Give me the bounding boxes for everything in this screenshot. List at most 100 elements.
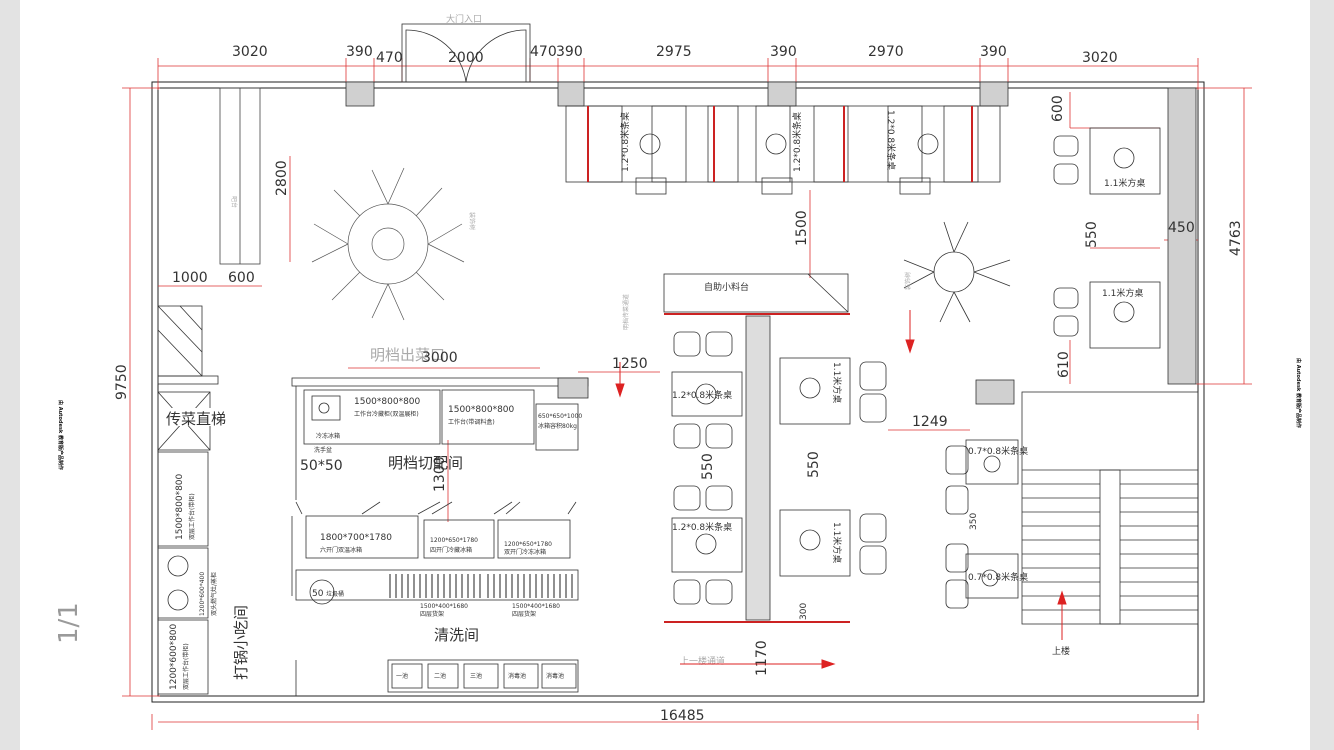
selfserve-label: 自助小料台 [704, 281, 749, 293]
eq-1-sub: 工作台(带调料盒) [448, 418, 495, 426]
mid-table-left-1: 1.2*0.8米条桌 [672, 521, 732, 533]
dim-550: 550 [1084, 221, 1100, 248]
dim-top-5: 390 [556, 44, 583, 60]
shelf-0-sub: 四层货架 [420, 610, 444, 618]
dim-counter-600: 600 [228, 270, 255, 286]
entrance-label: 大门入口 [446, 13, 482, 25]
left-eq-1: 1200*600*400 [199, 572, 206, 616]
dim-counter-2800: 2800 [274, 160, 290, 196]
dim-top-1: 390 [346, 44, 373, 60]
counter-label: 吧台 [230, 196, 238, 208]
dim-1249: 1249 [912, 414, 948, 430]
sink-0: 一池 [396, 672, 408, 680]
booth-label-2: 1.2*0.8米条桌 [885, 110, 897, 170]
path-label-2: 明档传菜通道 [622, 294, 630, 330]
dim-counter-1000: 1000 [172, 270, 208, 286]
sink-2: 三池 [470, 672, 482, 680]
booth-label-0: 1.2*0.8米条桌 [619, 112, 631, 172]
fridge-label: 冷冻冰箱 [316, 432, 340, 440]
cabinet-1: 1200*650*1780 [430, 537, 478, 544]
eq-0-sub: 工作台冷藏柜(双温展柜) [354, 410, 419, 418]
entrance-doors [401, 23, 531, 83]
small-table-1: 0.7*0.8米条桌 [968, 571, 1028, 583]
dim-top-3: 2000 [448, 50, 484, 66]
bar-counter [219, 87, 261, 265]
booth-label-1: 1.2*0.8米条桌 [791, 112, 803, 172]
snack-room-label: 打锅小吃间 [232, 605, 250, 680]
dim-top-2: 470 [376, 50, 403, 66]
dim-right-height: 4763 [1228, 220, 1244, 256]
dim-3000: 3000 [422, 350, 458, 366]
cabinet-1-sub: 四开门冷藏冰箱 [430, 546, 472, 554]
mid-table-right-1: 1.1米方桌 [831, 522, 843, 563]
right-table-0: 1.1米方桌 [1104, 177, 1145, 189]
left-strip [157, 305, 219, 695]
sink-3: 消毒池 [508, 672, 526, 680]
tree-left-label: 装饰树 [468, 212, 476, 230]
right-table-1: 1.1米方桌 [1102, 287, 1143, 299]
selfserve-counter [663, 273, 849, 313]
eq-1: 1500*800*800 [448, 405, 515, 415]
small-tables [945, 439, 1019, 609]
eq-0: 1500*800*800 [354, 397, 421, 407]
dim-top-0: 3020 [232, 44, 268, 60]
shelf-1-sub: 四层货架 [512, 610, 536, 618]
dim-450: 450 [1168, 220, 1195, 236]
kitchen-walls [291, 377, 589, 696]
shelf-0: 1500*400*1680 [420, 603, 468, 610]
eq-2: 650*650*1000 [538, 413, 582, 420]
flow-arrows [615, 310, 1067, 669]
prep-room-label: 明档切配间 [388, 454, 463, 472]
dim-top-7: 390 [770, 44, 797, 60]
cabinet-0-sub: 六开门双温冰箱 [320, 546, 362, 554]
prep-equipment [295, 389, 579, 559]
dim-550-b: 550 [806, 451, 822, 478]
right-dining [903, 127, 1161, 349]
booths [565, 105, 1001, 195]
dim-1300: 1300 [432, 456, 448, 492]
dim-350: 350 [969, 513, 979, 530]
cabinet-2: 1200*650*1780 [504, 541, 552, 548]
dim-top-9: 390 [980, 44, 1007, 60]
elevator-label: 传菜直梯 [166, 410, 226, 428]
eq-2-sub: 冰箱容积80kg [538, 422, 577, 430]
decor-tree-left [311, 167, 465, 321]
floor-plan: 3020 390 470 2000 470 390 2975 390 2970 … [114, 13, 1252, 730]
left-eq-2-sub: 双层工作台(带柜) [182, 643, 190, 690]
shelves [389, 574, 573, 598]
tree-right-label: 装饰树 [904, 272, 912, 290]
dim-top-10: 3020 [1082, 50, 1118, 66]
dim-top-4: 470 [530, 44, 557, 60]
drawing-sheet: 由 Autodesk 教育版产品制作 由 Autodesk 教育版产品制作 [20, 0, 1310, 750]
booth-walls-red [587, 106, 973, 182]
dim-top-6: 2975 [656, 44, 692, 60]
path-label: 上一楼通道 [680, 655, 725, 667]
stairs [1021, 391, 1199, 625]
left-eq-0-sub: 双层工作台(带柜) [188, 493, 196, 540]
dim-300: 300 [799, 603, 809, 620]
sink-1: 二池 [434, 672, 446, 680]
walk-label: 明档出菜口 [370, 346, 445, 364]
small-table-0: 0.7*0.8米条桌 [968, 445, 1028, 457]
dim-top-8: 2970 [868, 44, 904, 60]
dim-50x50: 50*50 [300, 458, 343, 474]
dim-1250: 1250 [612, 356, 648, 372]
sink-label: 洗手盆 [314, 446, 332, 454]
dim-610: 610 [1056, 351, 1072, 378]
columns [345, 81, 1197, 405]
dim-1170: 1170 [754, 640, 770, 676]
wash-sinks [387, 659, 579, 693]
page-indicator: 1/1 [54, 602, 84, 644]
stairs-label: 上楼 [1052, 645, 1070, 657]
dim-bottom-width: 16485 [660, 708, 705, 724]
left-eq-2: 1200*600*800 [169, 623, 179, 690]
trash-bin [309, 579, 335, 605]
left-eq-0: 1500*800*800 [175, 473, 185, 540]
dim-550-a: 550 [700, 453, 716, 480]
mid-table-right-0: 1.1米方桌 [831, 362, 843, 403]
shelf-1: 1500*400*1680 [512, 603, 560, 610]
wash-room-label: 清洗间 [434, 626, 479, 644]
sink-4: 消毒池 [546, 672, 564, 680]
center-partition [745, 315, 771, 621]
cabinet-0: 1800*700*1780 [320, 533, 392, 543]
